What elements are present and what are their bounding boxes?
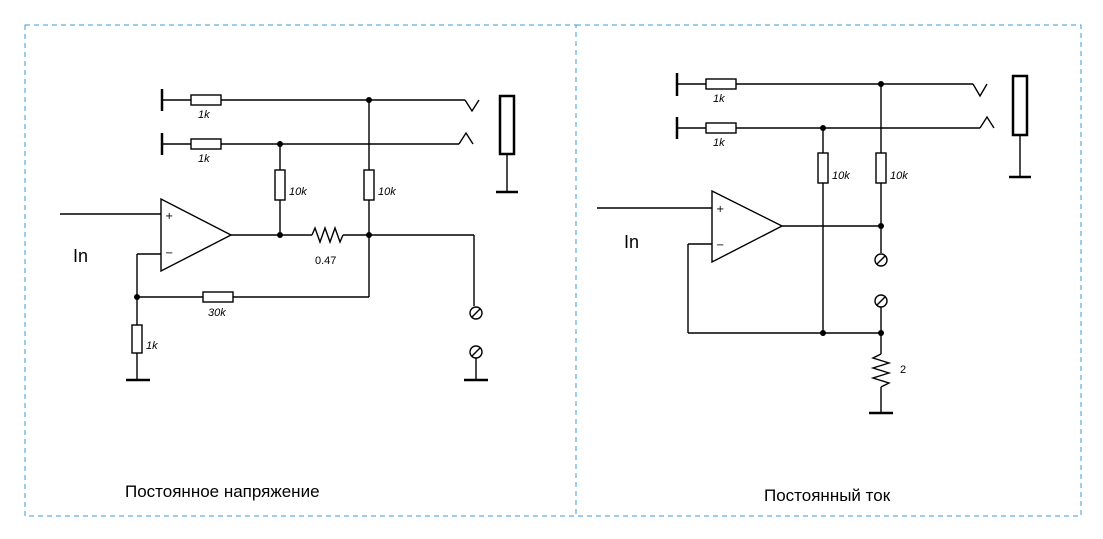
resistor-mid1 [274,169,286,201]
junction-dot [820,330,826,336]
resistor-mid2 [363,169,375,201]
left-panel-frame [24,24,577,517]
resistor-right-top1-label: 1k [713,93,725,105]
junction-dot [134,294,140,300]
resistor-mid2-label: 10k [378,186,396,198]
resistor-top1-label: 1k [198,109,210,121]
resistor-right-top2-label: 1k [713,137,725,149]
junction-dot [878,223,884,229]
resistor-feedback-label: 30k [208,307,226,319]
input-label-left: In [73,246,88,266]
terminal-v1 [464,99,480,113]
terminal-v2 [458,131,474,145]
junction-dot [820,125,826,131]
opamp-left [160,197,233,273]
junction-dot [366,97,372,103]
caption-right: Постоянный ток [764,486,891,505]
resistor-load-label: 2 [900,364,906,376]
junction-dot [878,330,884,336]
resistor-top1 [190,94,222,106]
opamp-left-minus: − [165,248,173,259]
resistor-ground [131,324,143,354]
junction-dot [277,141,283,147]
resistor-mid1-label: 10k [289,186,307,198]
meter-box [498,94,516,156]
resistor-top2-label: 1k [198,153,210,165]
resistor-right-mid1-label: 10k [832,170,850,182]
right-circuit: 1k 1k 10k 10k + − In [597,73,1031,505]
terminal-right-v1 [972,83,988,98]
junction-dot [277,232,283,238]
meter-right-box [1011,74,1029,137]
resistor-top2 [190,138,222,150]
resistor-shunt [311,225,344,245]
opamp-right [711,189,784,264]
resistor-right-top2 [705,122,737,134]
resistor-right-mid2 [875,152,887,184]
right-panel-frame [575,24,1082,517]
resistor-right-mid2-label: 10k [890,170,908,182]
resistor-right-mid1 [817,152,829,184]
caption-left: Постоянное напряжение [125,482,320,501]
resistor-right-top1 [705,78,737,90]
junction-dot [878,81,884,87]
resistor-feedback [202,291,234,303]
resistor-ground-label: 1k [146,340,158,352]
opamp-right-minus: − [716,240,724,251]
opamp-right-plus: + [716,204,724,215]
junction-dot [366,232,372,238]
input-label-right: In [624,232,639,252]
resistor-load [870,353,892,388]
terminal-right-v2 [979,115,995,129]
resistor-shunt-label: 0.47 [315,255,336,267]
left-circuit: 1k 1k 10k 10k + − In 0.47 [60,89,518,501]
opamp-left-plus: + [165,211,173,222]
